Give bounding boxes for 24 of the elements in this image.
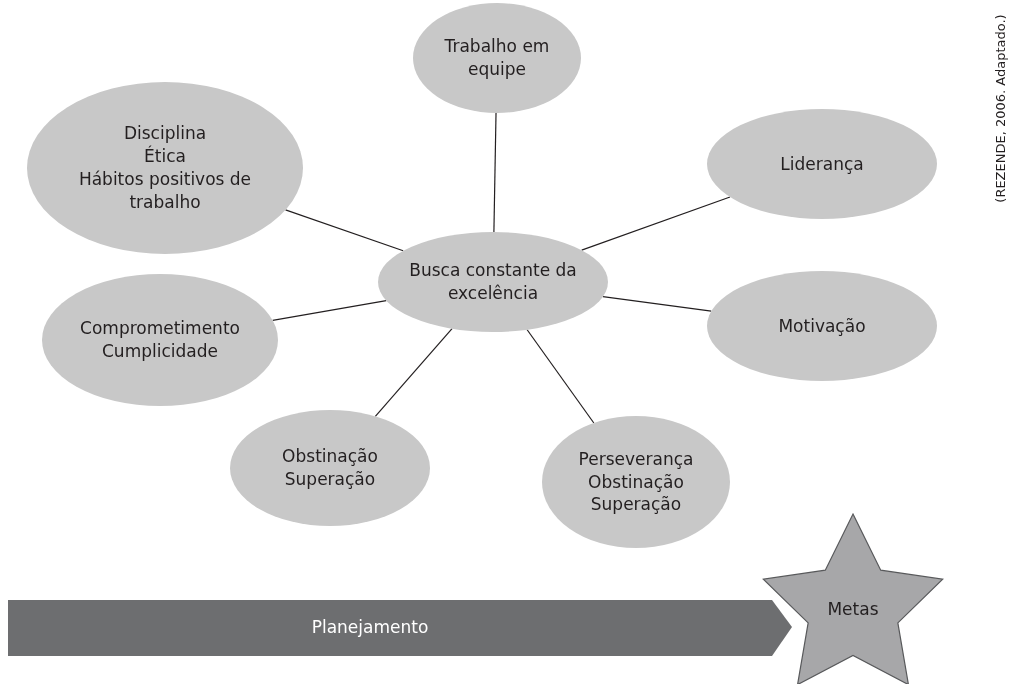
node-text: Comprometimento: [80, 317, 240, 340]
connector-line: [581, 196, 731, 251]
node-text: Superação: [284, 468, 376, 491]
node-text: Trabalho em equipe: [443, 35, 551, 81]
node-text: Hábitos positivos de trabalho: [77, 168, 253, 214]
node-text: Obstinação: [282, 445, 378, 468]
node-text: Superação: [590, 493, 682, 517]
node-text: Perseverança: [578, 447, 694, 471]
node-text: Liderança: [780, 152, 864, 176]
node-text: Disciplina: [123, 122, 207, 145]
connector-line: [284, 209, 404, 252]
node-text: Planejamento: [311, 615, 429, 639]
node-text: Obstinação: [588, 470, 684, 494]
source-note: (REZENDE, 2006. Adaptado.): [992, 13, 1008, 203]
connector-line: [493, 112, 497, 233]
connector-line: [602, 296, 712, 312]
node-text: Busca constante da excelência: [408, 259, 578, 305]
connector-line: [374, 328, 453, 417]
node-text: Cumplicidade: [102, 340, 218, 363]
connector-line: [272, 300, 387, 321]
node-text: Motivação: [778, 314, 866, 338]
connector-line: [526, 329, 595, 424]
node-text: Ética: [144, 145, 186, 168]
node-text: Metas: [827, 597, 879, 621]
